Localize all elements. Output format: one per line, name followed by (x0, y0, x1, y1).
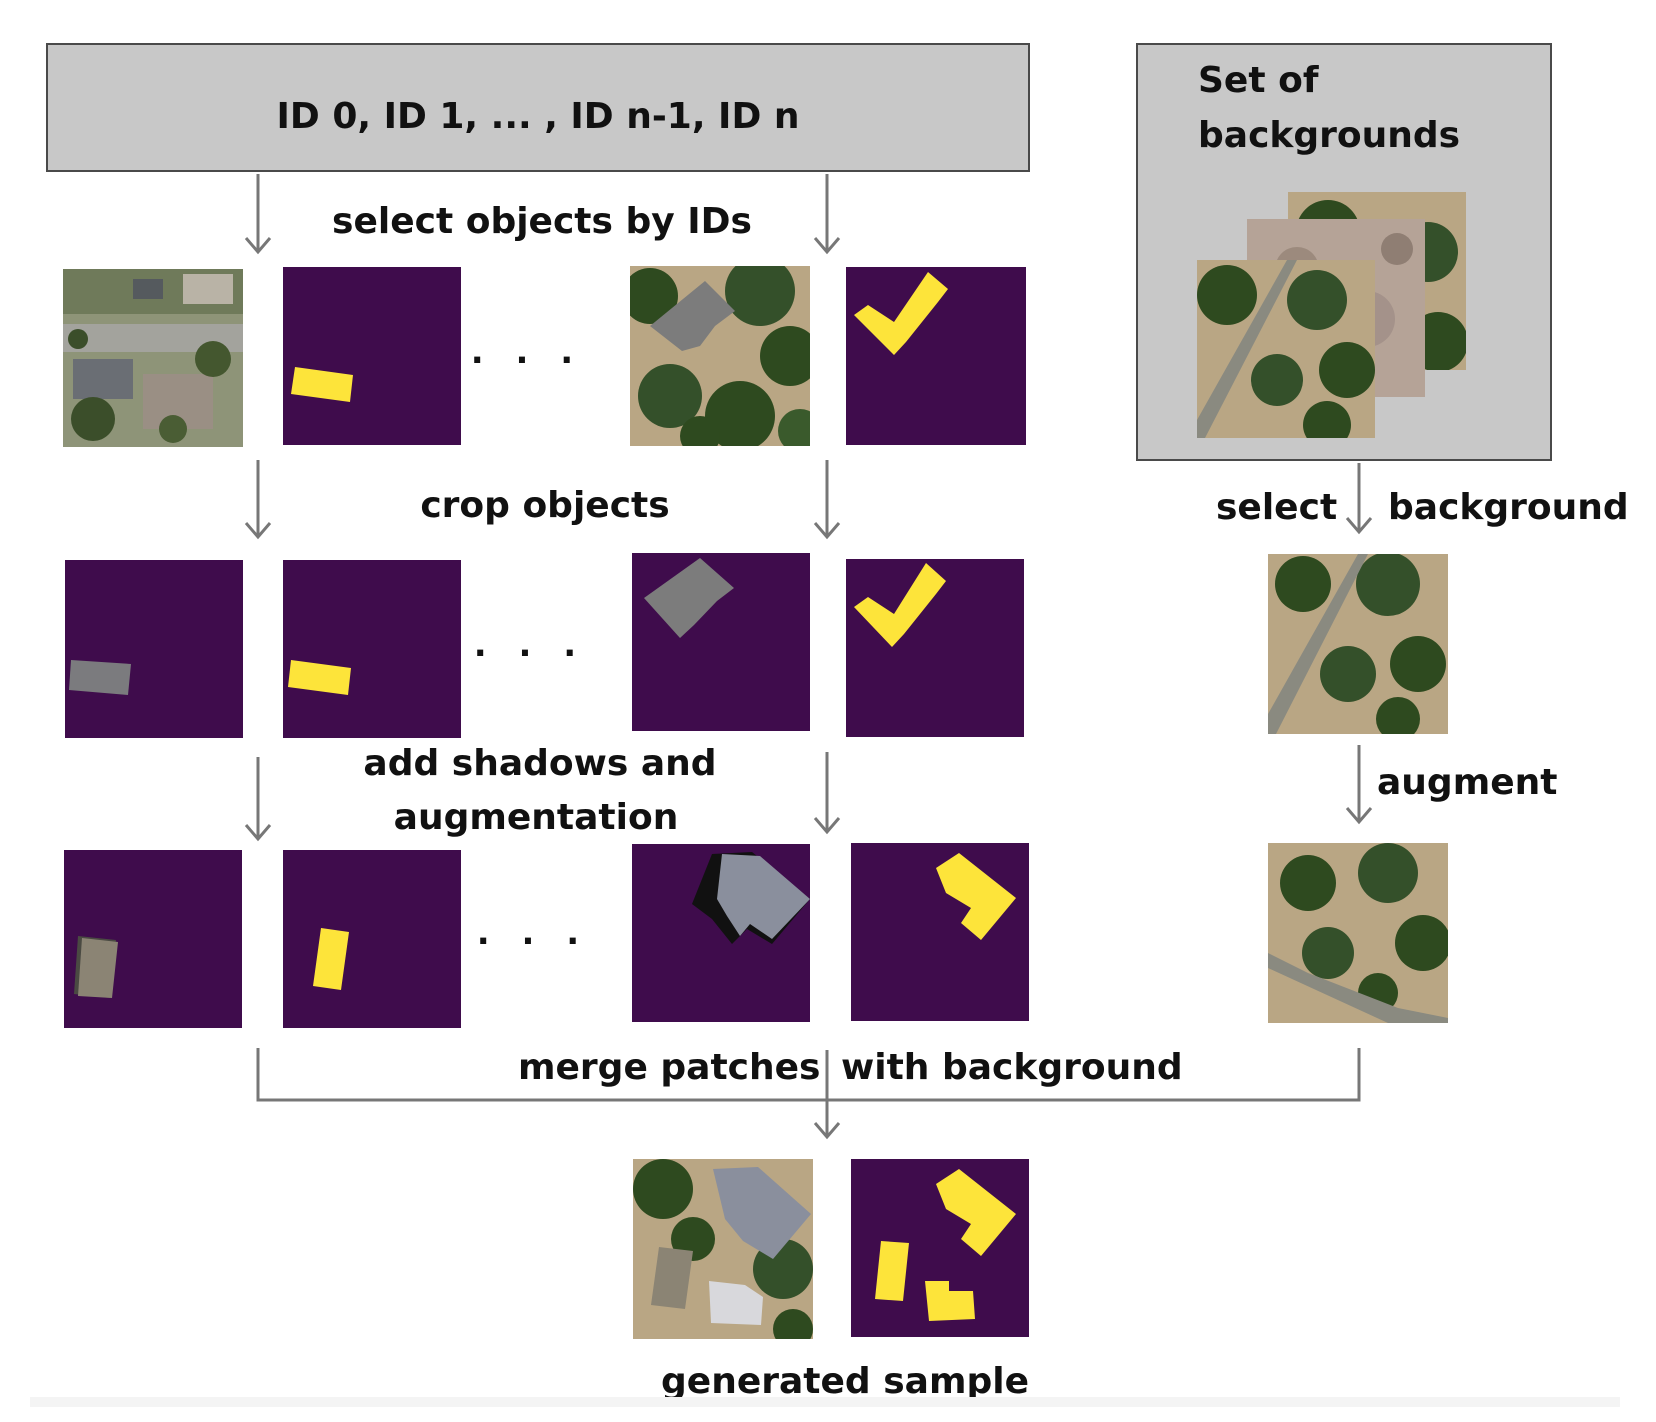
step-select-bg-right: background (1388, 487, 1629, 528)
ids-box: ID 0, ID 1, ... , ID n-1, ID n (46, 43, 1030, 172)
mask-id0 (283, 267, 461, 445)
cropped-mask-idn (846, 559, 1024, 737)
aerial-image-id0 (63, 269, 243, 447)
step-augment: augment (1377, 762, 1558, 803)
cropped-mask-id0 (283, 560, 461, 738)
aerial-image-idn (630, 266, 810, 446)
step-add-shadows-line2: augmentation (393, 797, 679, 838)
ellipsis-row1: . . . (470, 332, 584, 372)
backgrounds-title-line1: Set of (1198, 60, 1319, 101)
generated-sample-mask (851, 1159, 1029, 1337)
step-select-bg-left: select (1216, 487, 1338, 528)
step-crop-objects: crop objects (420, 485, 670, 526)
footer-band (30, 1397, 1620, 1407)
step-select-objects: select objects by IDs (332, 201, 752, 242)
step-merge-right: with background (841, 1047, 1183, 1088)
ellipsis-row3: . . . (476, 913, 590, 953)
background-stack-front (1197, 260, 1375, 438)
step-generated-sample: generated sample (661, 1361, 1029, 1402)
augmented-mask-id0 (283, 850, 461, 1028)
cropped-object-idn (632, 553, 810, 731)
backgrounds-title-line2: backgrounds (1198, 115, 1461, 156)
ellipsis-row2: . . . (473, 625, 587, 665)
step-merge-left: merge patches (518, 1047, 821, 1088)
augmented-object-idn (632, 844, 810, 1022)
augmented-background (1268, 843, 1448, 1023)
ids-text: ID 0, ID 1, ... , ID n-1, ID n (276, 96, 800, 137)
augmented-mask-idn (851, 843, 1029, 1021)
mask-idn (846, 267, 1026, 445)
selected-background (1268, 554, 1448, 734)
augmented-object-id0 (64, 850, 242, 1028)
cropped-object-id0 (65, 560, 243, 738)
generated-sample-image (633, 1159, 813, 1339)
step-add-shadows-line1: add shadows and (363, 743, 717, 784)
